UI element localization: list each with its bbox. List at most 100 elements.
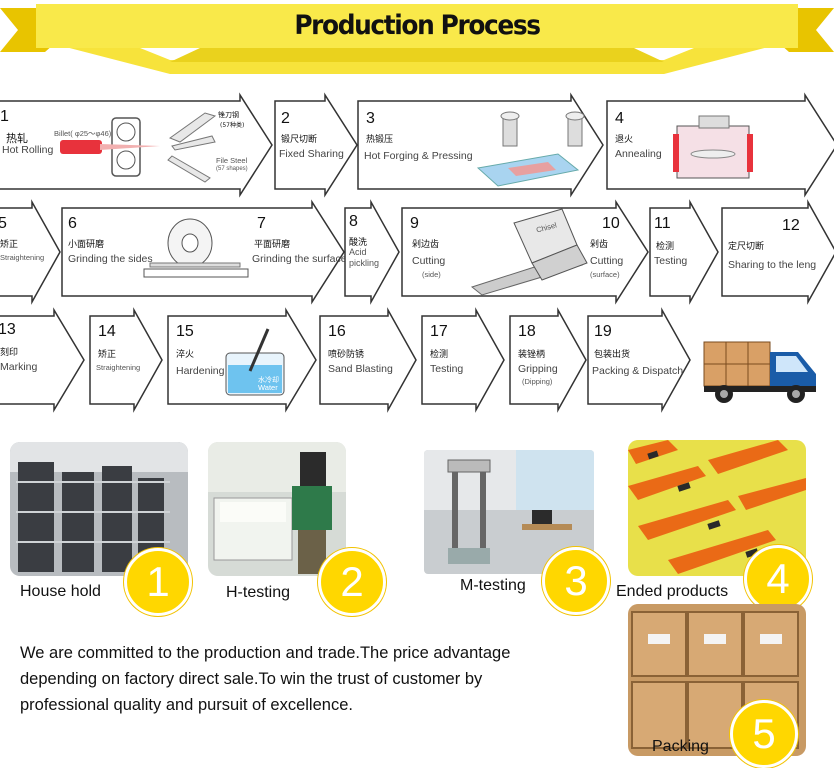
step-arrow [0, 199, 61, 305]
step-11-testing: 11 检测 Testing [649, 199, 720, 305]
step-label-cn: 矫正 [98, 350, 117, 360]
step-number: 5 [0, 215, 7, 232]
step-label-cn: 装锉柄 [518, 350, 546, 360]
grinding-wheel-illustration [143, 218, 249, 278]
step-label-cn: 包装出货 [594, 350, 631, 360]
step-label-en: Testing [654, 255, 688, 267]
step-label-cn: 剁边齿 [412, 240, 440, 250]
badge-4: 4 [744, 545, 812, 613]
file-steel-shapes: (57 shapes) [216, 166, 248, 172]
step-arrow [89, 307, 163, 413]
step-label-en: Cutting [590, 255, 624, 267]
step-number: 8 [349, 213, 358, 230]
step-label-cn: 平面研磨 [254, 240, 291, 250]
step-number: 13 [0, 321, 16, 338]
step-number: 6 [68, 215, 77, 232]
step-label-cn: 定尺切断 [728, 242, 765, 252]
step-label-cn: 小面研磨 [68, 240, 105, 250]
delivery-truck-icon [703, 341, 816, 403]
ended-products-photo [628, 440, 806, 576]
step-label-en: Sharing to the leng [728, 259, 817, 271]
step-2-fixed-sharing: 2 锻尺切断 Fixed Sharing [274, 92, 358, 198]
step-label-en: Hardening [176, 365, 225, 377]
m-testing-photo [424, 450, 594, 574]
water-tank-illustration [225, 328, 285, 396]
step-5-straightening: 5 矫正 Straightening [0, 199, 62, 305]
description-line: professional quality and pursuit of exce… [20, 696, 353, 714]
caption-ended-products: Ended products [616, 583, 729, 600]
forging-illustration [476, 111, 585, 187]
step-label-en: Straightening [96, 363, 141, 372]
step-label-cn: 淬火 [176, 350, 195, 360]
caption-m-testing: M-testing [460, 577, 526, 594]
step-number: 11 [654, 215, 671, 232]
step-number: 1 [0, 108, 9, 125]
step-14-straightening: 14 矫正 Straightening [89, 307, 164, 413]
step-label-cn: 剁齿 [590, 240, 609, 250]
step-label-sub: (surface) [590, 270, 620, 279]
caption-h-testing: H-testing [226, 584, 291, 601]
step-number: 2 [281, 110, 290, 127]
step-label-en: Packing & Dispatch [592, 365, 684, 377]
step-label-sub: (side) [422, 270, 441, 279]
page-title: Production Process [294, 10, 541, 41]
step-label-en: Testing [430, 363, 464, 375]
step-label-en: Fixed Sharing [279, 148, 344, 160]
step-label-en: Annealing [615, 148, 662, 160]
step-arrow [401, 199, 649, 305]
water-label: Water [258, 383, 278, 392]
step-number: 4 [615, 110, 624, 127]
step-9-10-cutting: 9 剁边齿 Cutting (side) Chisel 10 剁齿 Cuttin… [401, 199, 649, 305]
step-arrow [721, 199, 834, 305]
step-number: 3 [366, 110, 375, 127]
step-number: 10 [602, 215, 620, 232]
file-steel-label: File Steel [216, 156, 248, 165]
step-3-hot-forging: 3 热锻压 Hot Forging & Pressing [357, 92, 604, 198]
step-label-en: Hot Rolling [2, 144, 54, 156]
step-number: 16 [328, 323, 346, 340]
caption-packing: Packing [652, 738, 709, 755]
step-label-cn: 锻尺切断 [281, 135, 318, 145]
step-arrow [344, 199, 400, 305]
step-arrow [421, 307, 505, 413]
step-19-packing-dispatch: 19 包装出货 Packing & Dispatch [587, 307, 692, 413]
step-label-en: Grinding the sides [68, 253, 153, 265]
step-arrow [0, 307, 85, 413]
description-line: We are committed to the production and t… [20, 644, 511, 662]
description-line: depending on factory direct sale.To win … [20, 670, 483, 688]
badge-3: 3 [542, 547, 610, 615]
step-label-en: Marking [0, 361, 38, 373]
chisel-illustration [470, 208, 588, 296]
step-18-gripping: 18 装锉柄 Gripping (Dipping) [509, 307, 588, 413]
step-16-sand-blasting: 16 喷砂防锈 Sand Blasting [319, 307, 418, 413]
step-label-cn: 喷砂防锈 [328, 350, 365, 360]
step-label-cn: 酸洗 [349, 238, 368, 248]
step-label-cn: 热轧 [6, 132, 28, 145]
step-number: 19 [594, 323, 612, 340]
step-number: 12 [782, 217, 800, 234]
step-label-en: Hot Forging & Pressing [364, 150, 473, 162]
step-label-en: Grinding the surfaces [252, 253, 352, 265]
step-label-en: Gripping [518, 363, 558, 375]
step-label-cn: 检测 [430, 350, 449, 360]
h-testing-photo [208, 442, 346, 576]
step-arrow [509, 307, 587, 413]
rolling-illustration [60, 112, 217, 183]
billet-label: Billet( φ25～φ46) [54, 129, 112, 138]
step-12-sharing-length: 12 定尺切断 Sharing to the leng [721, 199, 834, 305]
step-1-hot-rolling: 1 热轧 Hot Rolling Billet( φ25～φ46) 锉刀钢 (5… [0, 92, 275, 198]
step-label-en: Straightening [0, 253, 45, 262]
step-number: 15 [176, 323, 194, 340]
step-15-hardening: 15 淬火 Hardening 水冷却 Water [167, 307, 317, 413]
company-description: We are committed to the production and t… [20, 640, 580, 718]
step-label-sub: (Dipping) [522, 377, 553, 386]
step-label-en: Acid pickling [349, 247, 380, 268]
step-label-cn: 检测 [656, 242, 675, 252]
step-label-cn: 热锻压 [366, 135, 394, 145]
step-label-cn: 矫正 [0, 240, 19, 250]
step-number: 14 [98, 323, 116, 340]
step-6-7-grinding: 6 小面研磨 Grinding the sides 7 平面研磨 Grindin… [61, 199, 352, 305]
step-8-acid-pickling: 8 酸洗 Acid pickling [344, 199, 400, 305]
step-13-marking: 13 刻印 Marking [0, 307, 86, 413]
step-number: 17 [430, 323, 448, 340]
